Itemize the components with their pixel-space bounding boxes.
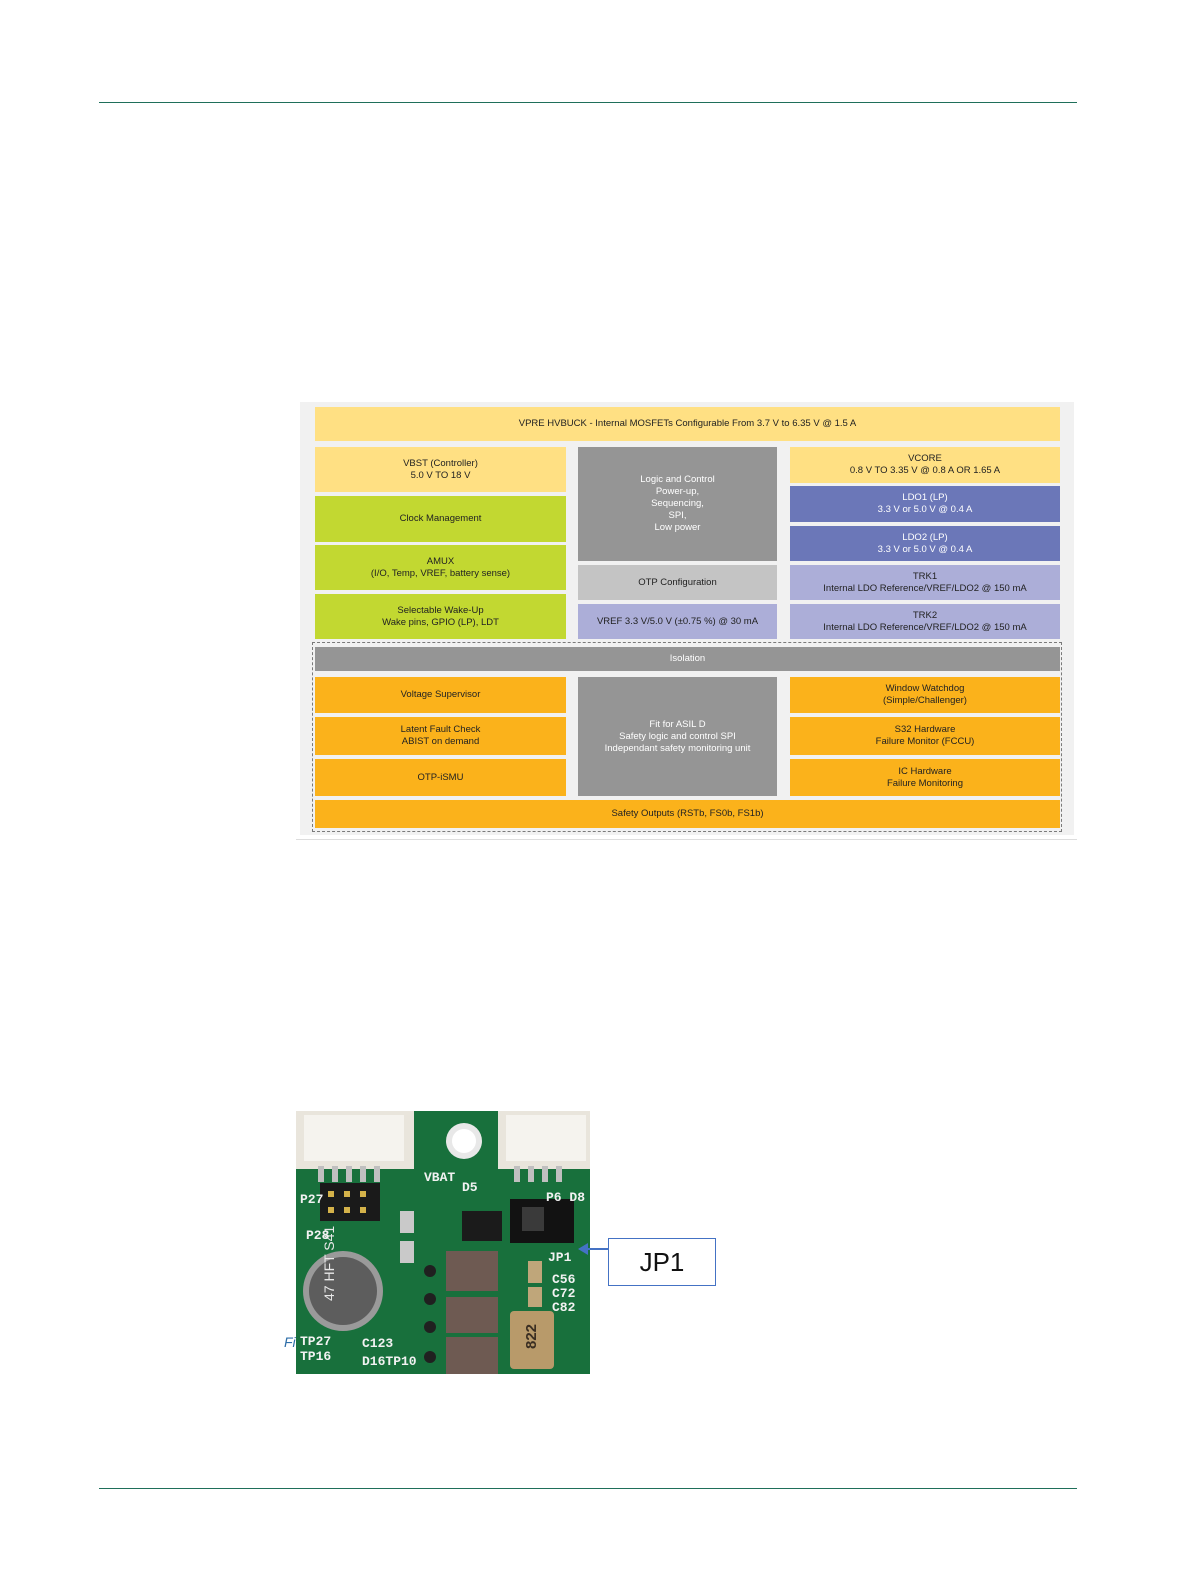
silk-c123: C123 <box>362 1336 393 1351</box>
voltage-supervisor-block: Voltage Supervisor <box>315 677 566 713</box>
amux-block: AMUX (I/O, Temp, VREF, battery sense) <box>315 545 566 590</box>
footer-rule <box>99 1488 1077 1489</box>
trk2-block: TRK2 Internal LDO Reference/VREF/LDO2 @ … <box>790 604 1060 639</box>
block-diagram: VPRE HVBUCK - Internal MOSFETs Configura… <box>300 402 1074 835</box>
silk-p28: P28 <box>306 1228 330 1243</box>
vpre-hvbuck-block: VPRE HVBUCK - Internal MOSFETs Configura… <box>315 407 1060 441</box>
isolation-bar: Isolation <box>315 647 1060 671</box>
vref-block: VREF 3.3 V/5.0 V (±0.75 %) @ 30 mA <box>578 604 777 639</box>
callout-arrow <box>578 1243 608 1255</box>
capacitor-marking: 47 HFT S41 <box>321 1226 337 1301</box>
silk-c56: C56 <box>552 1272 576 1287</box>
silk-jp1: JP1 <box>548 1250 572 1265</box>
silk-p27: P27 <box>300 1192 323 1207</box>
silk-c82: C82 <box>552 1300 576 1315</box>
silk-tp16: TP16 <box>300 1349 331 1364</box>
wake-up-block: Selectable Wake-Up Wake pins, GPIO (LP),… <box>315 594 566 639</box>
vbst-block: VBST (Controller) 5.0 V TO 18 V <box>315 447 566 492</box>
safety-domain-outline <box>312 642 1062 832</box>
safety-outputs-bar: Safety Outputs (RSTb, FS0b, FS1b) <box>315 800 1060 828</box>
otp-ismu-block: OTP-iSMU <box>315 759 566 796</box>
ldo1-block: LDO1 (LP) 3.3 V or 5.0 V @ 0.4 A <box>790 486 1060 522</box>
header-rule <box>99 102 1077 103</box>
silk-tp27: TP27 <box>300 1334 331 1349</box>
board-photo: 47 HFT S41 822 VBAT D5 P27 P28 P6 D8 JP1… <box>296 1111 590 1374</box>
ic-hardware-block: IC Hardware Failure Monitoring <box>790 759 1060 796</box>
inductor-marking: 822 <box>523 1324 540 1349</box>
silk-c72: C72 <box>552 1286 576 1301</box>
figure-caption-fragment: Fi <box>284 1334 296 1350</box>
ldo2-block: LDO2 (LP) 3.3 V or 5.0 V @ 0.4 A <box>790 526 1060 561</box>
silk-p6: P6 D8 <box>546 1190 585 1205</box>
clock-management-block: Clock Management <box>315 496 566 542</box>
window-watchdog-block: Window Watchdog (Simple/Challenger) <box>790 677 1060 713</box>
silk-vbat: VBAT <box>424 1170 455 1185</box>
silk-d16tp10: D16TP10 <box>362 1354 417 1369</box>
silk-d5: D5 <box>462 1180 478 1195</box>
latent-fault-block: Latent Fault Check ABIST on demand <box>315 717 566 755</box>
asil-block: Fit for ASIL D Safety logic and control … <box>578 677 777 796</box>
logic-control-block: Logic and Control Power-up, Sequencing, … <box>578 447 777 561</box>
s32-hardware-block: S32 Hardware Failure Monitor (FCCU) <box>790 717 1060 755</box>
jp1-callout-label: JP1 <box>608 1238 716 1286</box>
vcore-block: VCORE 0.8 V TO 3.35 V @ 0.8 A OR 1.65 A <box>790 447 1060 483</box>
trk1-block: TRK1 Internal LDO Reference/VREF/LDO2 @ … <box>790 565 1060 600</box>
diagram-bottom-rule <box>296 839 1077 840</box>
otp-configuration-block: OTP Configuration <box>578 565 777 600</box>
